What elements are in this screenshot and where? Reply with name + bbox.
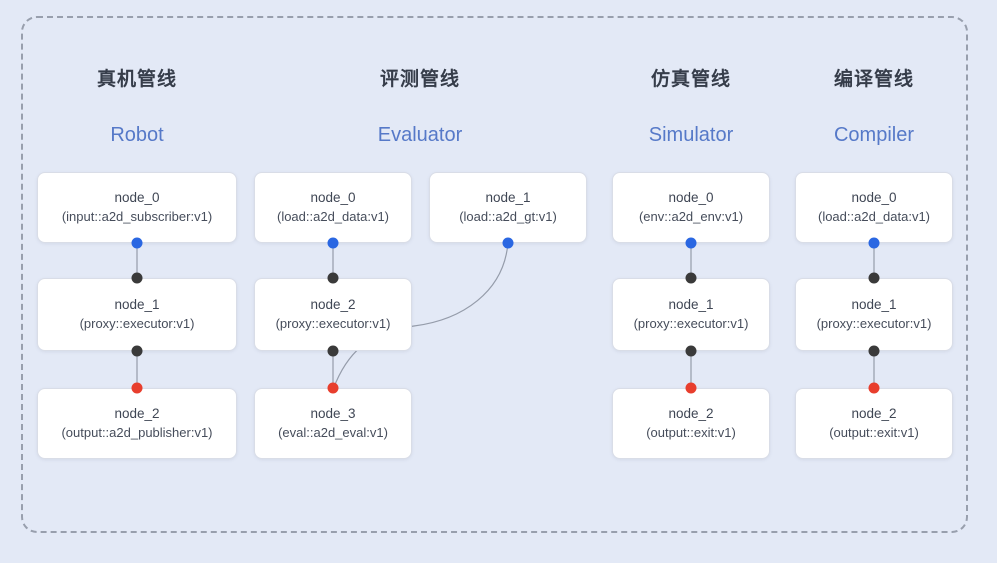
node-name: node_1: [114, 297, 160, 313]
port-input-dark-compiler-node1[interactable]: [868, 272, 880, 284]
node-name: node_1: [668, 297, 714, 313]
node-name: node_1: [485, 190, 531, 206]
port-input-red-compiler-node2[interactable]: [868, 382, 880, 394]
port-input-dark-evaluator-node2[interactable]: [327, 272, 339, 284]
node-box-simulator-node0[interactable]: node_0 (env::a2d_env:v1): [612, 172, 770, 243]
node-box-simulator-node1[interactable]: node_1 (proxy::executor:v1): [612, 278, 770, 351]
port-output-dark-simulator-node1[interactable]: [685, 345, 697, 357]
node-name: node_0: [114, 190, 160, 206]
node-box-robot-node2[interactable]: node_2 (output::a2d_publisher:v1): [37, 388, 237, 459]
node-impl: (proxy::executor:v1): [275, 316, 391, 332]
node-box-evaluator-node0[interactable]: node_0 (load::a2d_data:v1): [254, 172, 412, 243]
port-input-dark-simulator-node1[interactable]: [685, 272, 697, 284]
pipeline-title-en-robot: Robot: [110, 124, 164, 146]
pipeline-title-zh-evaluator: 评测管线: [379, 69, 461, 90]
pipeline-title-zh-compiler: 编译管线: [833, 69, 915, 90]
node-box-simulator-node2[interactable]: node_2 (output::exit:v1): [612, 388, 770, 459]
node-name: node_3: [310, 406, 356, 422]
node-impl: (load::a2d_data:v1): [276, 209, 390, 225]
pipeline-group-frame: [21, 16, 968, 533]
node-name: node_2: [668, 406, 714, 422]
pipeline-title-zh-simulator: 仿真管线: [650, 69, 732, 90]
node-impl: (proxy::executor:v1): [816, 316, 932, 332]
node-impl: (output::exit:v1): [829, 425, 919, 441]
node-name: node_2: [851, 406, 897, 422]
node-box-compiler-node0[interactable]: node_0 (load::a2d_data:v1): [795, 172, 953, 243]
node-box-evaluator-node2[interactable]: node_2 (proxy::executor:v1): [254, 278, 412, 351]
port-output-blue-evaluator-node0[interactable]: [327, 237, 339, 248]
node-name: node_0: [668, 190, 714, 206]
node-impl: (output::a2d_publisher:v1): [61, 425, 213, 441]
node-name: node_0: [310, 190, 356, 206]
node-box-evaluator-node1[interactable]: node_1 (load::a2d_gt:v1): [429, 172, 587, 243]
node-impl: (input::a2d_subscriber:v1): [61, 209, 213, 225]
port-output-dark-compiler-node1[interactable]: [868, 345, 880, 357]
pipeline-title-en-simulator: Simulator: [648, 124, 734, 146]
port-output-blue-compiler-node0[interactable]: [868, 237, 880, 248]
port-output-blue-robot-node0[interactable]: [131, 237, 143, 248]
pipeline-title-en-evaluator: Evaluator: [377, 124, 463, 146]
port-output-dark-robot-node1[interactable]: [131, 345, 143, 357]
node-box-compiler-node1[interactable]: node_1 (proxy::executor:v1): [795, 278, 953, 351]
node-impl: (proxy::executor:v1): [633, 316, 749, 332]
pipeline-title-en-compiler: Compiler: [833, 124, 915, 146]
node-name: node_2: [114, 406, 160, 422]
node-impl: (output::exit:v1): [646, 425, 736, 441]
port-input-red-simulator-node2[interactable]: [685, 382, 697, 394]
node-name: node_0: [851, 190, 897, 206]
node-box-robot-node0[interactable]: node_0 (input::a2d_subscriber:v1): [37, 172, 237, 243]
node-impl: (eval::a2d_eval:v1): [278, 425, 388, 441]
port-output-blue-simulator-node0[interactable]: [685, 237, 697, 248]
node-impl: (env::a2d_env:v1): [638, 209, 744, 225]
port-output-dark-evaluator-node2[interactable]: [327, 345, 339, 357]
node-name: node_2: [310, 297, 356, 313]
node-box-evaluator-node3[interactable]: node_3 (eval::a2d_eval:v1): [254, 388, 412, 459]
node-box-robot-node1[interactable]: node_1 (proxy::executor:v1): [37, 278, 237, 351]
port-input-dark-robot-node1[interactable]: [131, 272, 143, 284]
node-impl: (load::a2d_gt:v1): [459, 209, 557, 225]
node-name: node_1: [851, 297, 897, 313]
port-input-red-robot-node2[interactable]: [131, 382, 143, 394]
node-impl: (load::a2d_data:v1): [817, 209, 931, 225]
node-impl: (proxy::executor:v1): [79, 316, 195, 332]
port-input-red-evaluator-node3[interactable]: [327, 382, 339, 394]
pipeline-title-zh-robot: 真机管线: [96, 69, 178, 90]
node-box-compiler-node2[interactable]: node_2 (output::exit:v1): [795, 388, 953, 459]
port-output-blue-evaluator-node1[interactable]: [502, 237, 514, 248]
